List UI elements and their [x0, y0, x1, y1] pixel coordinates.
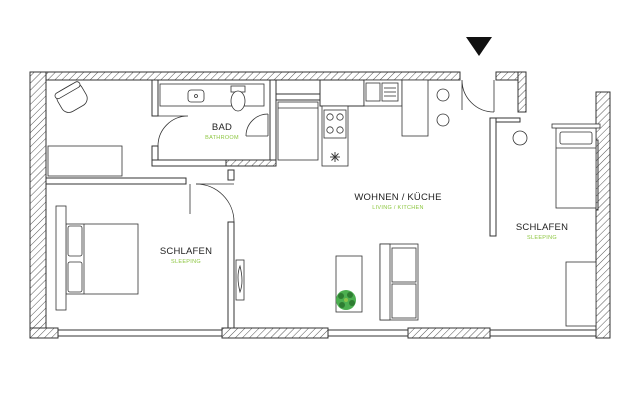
- windows: [57, 139, 599, 337]
- room-name-sleep-right: SCHLAFEN: [516, 222, 568, 233]
- left-room-furniture: [47, 81, 245, 311]
- plant-icon: [336, 290, 356, 310]
- wardrobe: [565, 261, 597, 327]
- wardrobe: [47, 145, 123, 177]
- interior-walls: [45, 79, 521, 329]
- exterior-walls: [29, 71, 611, 339]
- doors: [157, 79, 495, 223]
- room-sub-sleep-left: SLEEPING: [171, 259, 201, 265]
- toilet-icon: [230, 85, 246, 112]
- room-sub-living: LIVING / KITCHEN: [372, 205, 424, 211]
- bathroom-fixtures: [159, 83, 265, 112]
- right-room-furniture: [512, 123, 601, 327]
- room-name-bath: BAD: [212, 122, 232, 133]
- room-sub-bath: BATHROOM: [205, 135, 239, 141]
- room-name-living: WOHNEN / KÜCHE: [354, 192, 441, 203]
- room-sub-sleep-right: SLEEPING: [527, 235, 557, 241]
- entrance-arrow-icon: [466, 37, 492, 56]
- lamp: [512, 130, 528, 146]
- kitchen-fixtures: [277, 79, 450, 167]
- bathtub: [159, 83, 265, 107]
- armchair: [54, 81, 88, 113]
- sink-icon: [365, 82, 399, 102]
- sofa: [379, 243, 419, 321]
- room-name-sleep-left: SCHLAFEN: [160, 246, 212, 257]
- room-labels: BAD BATHROOM WOHNEN / KÜCHE LIVING / KIT…: [160, 122, 568, 265]
- stove-icon: [323, 109, 347, 139]
- bed: [55, 205, 139, 311]
